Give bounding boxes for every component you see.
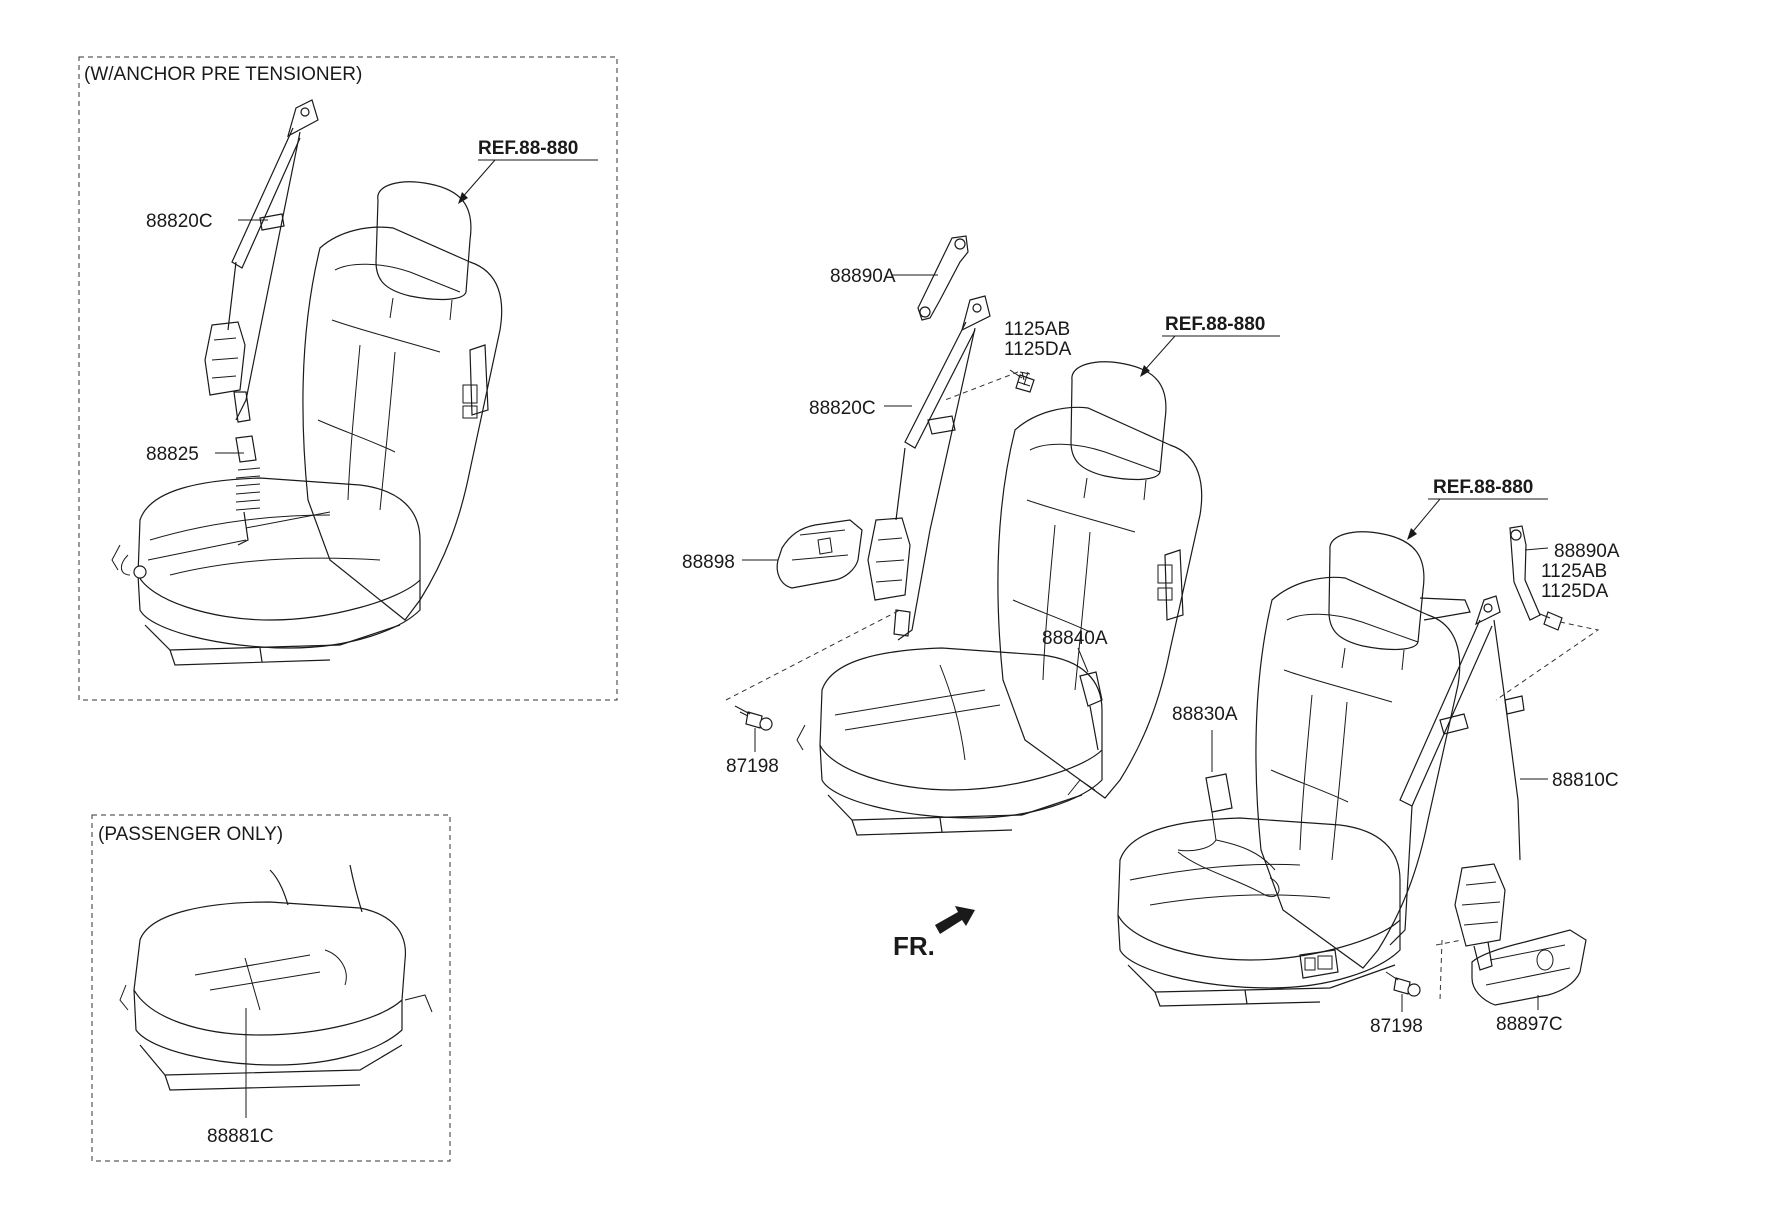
front-arrow-icon: [935, 906, 975, 934]
seatbelt-drawing: [147, 99, 331, 561]
inset-title: (W/ANCHOR PRE TENSIONER): [84, 64, 362, 85]
inset-border: [78, 56, 618, 701]
inset-anchor-pre-tensioner: (W/ANCHOR PRE TENSIONER): [78, 56, 618, 701]
part-label-88810C: 88810C: [1552, 770, 1619, 791]
part-label-1125AB-b: 1125AB: [1541, 561, 1607, 582]
part-label-88890A-b: 88890A: [1554, 541, 1620, 562]
inset-border: [91, 814, 451, 1162]
center-seat-assembly: 88890A 1125AB 1125DA 88820C 88898 8: [682, 235, 1280, 836]
part-label-87198: 87198: [726, 756, 779, 777]
part-label-88840A: 88840A: [1042, 628, 1108, 649]
part-label-88897C: 88897C: [1496, 1014, 1563, 1035]
part-label-88830A: 88830A: [1172, 704, 1238, 725]
part-label-88890A: 88890A: [830, 266, 896, 287]
part-label-1125DA-b: 1125DA: [1541, 581, 1609, 602]
part-label-88825: 88825: [146, 444, 199, 465]
ref-label: REF.88-880: [1165, 314, 1265, 335]
inset-passenger-only: (PASSENGER ONLY) 88881C: [91, 814, 451, 1162]
front-direction-indicator: FR.: [893, 906, 975, 961]
front-label: FR.: [893, 931, 935, 961]
seat-cushion-drawing: [119, 864, 433, 1091]
inset-title: (PASSENGER ONLY): [98, 824, 283, 845]
ref-label: REF.88-880: [1433, 477, 1533, 498]
part-label-88820C-b: 88820C: [809, 398, 876, 419]
part-label-1125DA: 1125DA: [1004, 339, 1072, 360]
part-label-1125AB: 1125AB: [1004, 319, 1070, 340]
ref-label: REF.88-880: [478, 138, 578, 159]
part-label-88820C: 88820C: [146, 211, 213, 232]
part-label-87198-b: 87198: [1370, 1016, 1423, 1037]
part-label-88898: 88898: [682, 552, 735, 573]
right-seat-assembly: 88830A 88890A 1125AB 1125DA 88810C: [1117, 477, 1620, 1037]
seat-drawing: [111, 181, 503, 666]
part-label-88881C: 88881C: [207, 1126, 274, 1147]
